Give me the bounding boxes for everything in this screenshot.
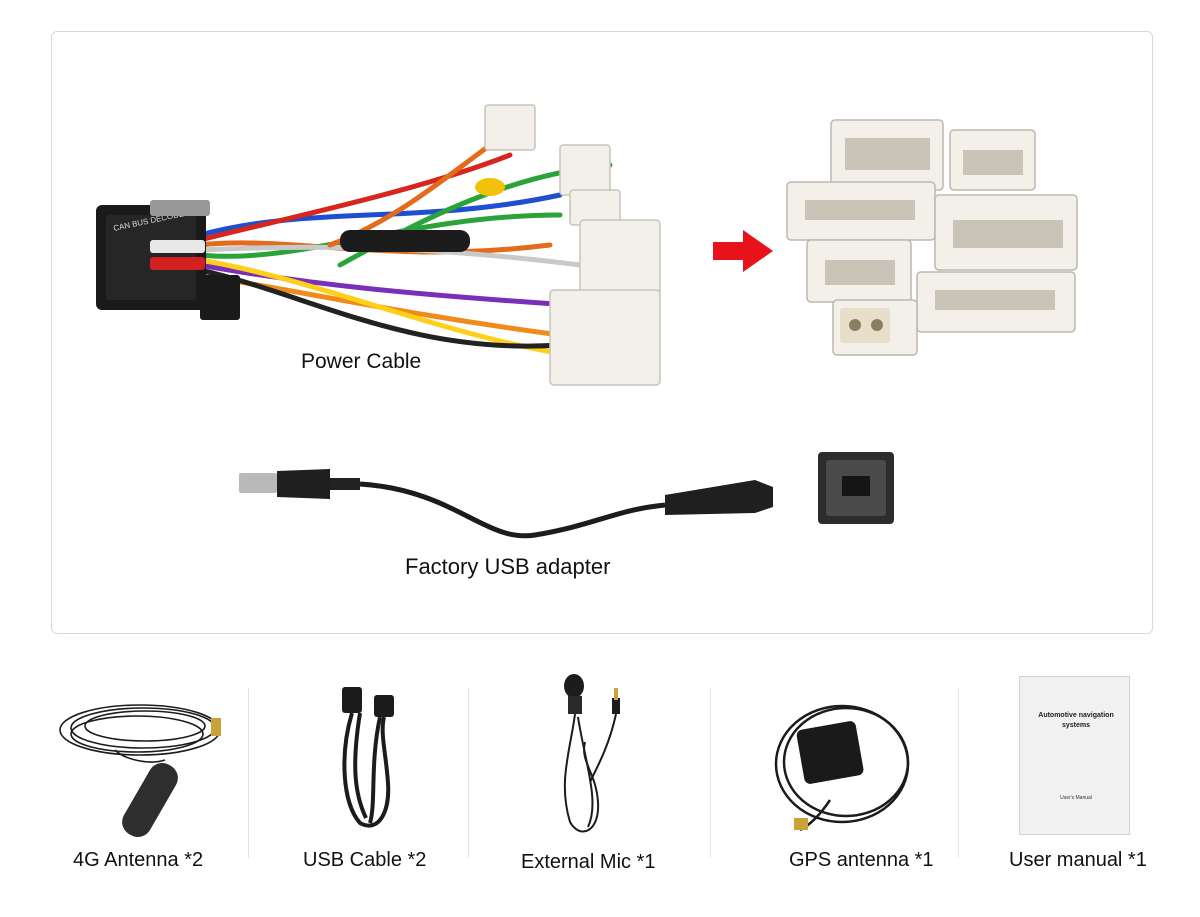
oem-connectors-image — [786, 119, 1078, 356]
usb-adapter-image — [239, 469, 773, 539]
power-cable-image: CAN BUS DECODER — [96, 104, 661, 386]
external-mic-image — [563, 674, 620, 833]
usb-socket-image — [818, 452, 894, 524]
accessory-label-external-mic: External Mic *1 — [521, 851, 656, 873]
usb-cable-image — [342, 687, 394, 828]
divider — [958, 688, 959, 858]
arrow-right-icon — [713, 230, 773, 272]
divider — [710, 688, 711, 858]
gps-antenna-image — [774, 704, 910, 832]
power-cable-label: Power Cable — [301, 350, 422, 373]
accessory-label-gps-antenna: GPS antenna *1 — [789, 849, 934, 871]
manual-footer: User's Manual — [1060, 795, 1092, 801]
4g-antenna-image — [59, 704, 221, 838]
divider — [248, 688, 249, 858]
accessory-label-usb-cable: USB Cable *2 — [303, 849, 427, 871]
usb-adapter-label: Factory USB adapter — [405, 554, 611, 579]
user-manual-image: Automotive navigation systems User's Man… — [1019, 676, 1130, 835]
manual-title: Automotive navigation systems — [1038, 712, 1114, 729]
divider — [468, 688, 469, 858]
accessory-label-user-manual: User manual *1 — [1009, 849, 1147, 871]
accessory-label-4g-antenna: 4G Antenna *2 — [73, 849, 204, 871]
